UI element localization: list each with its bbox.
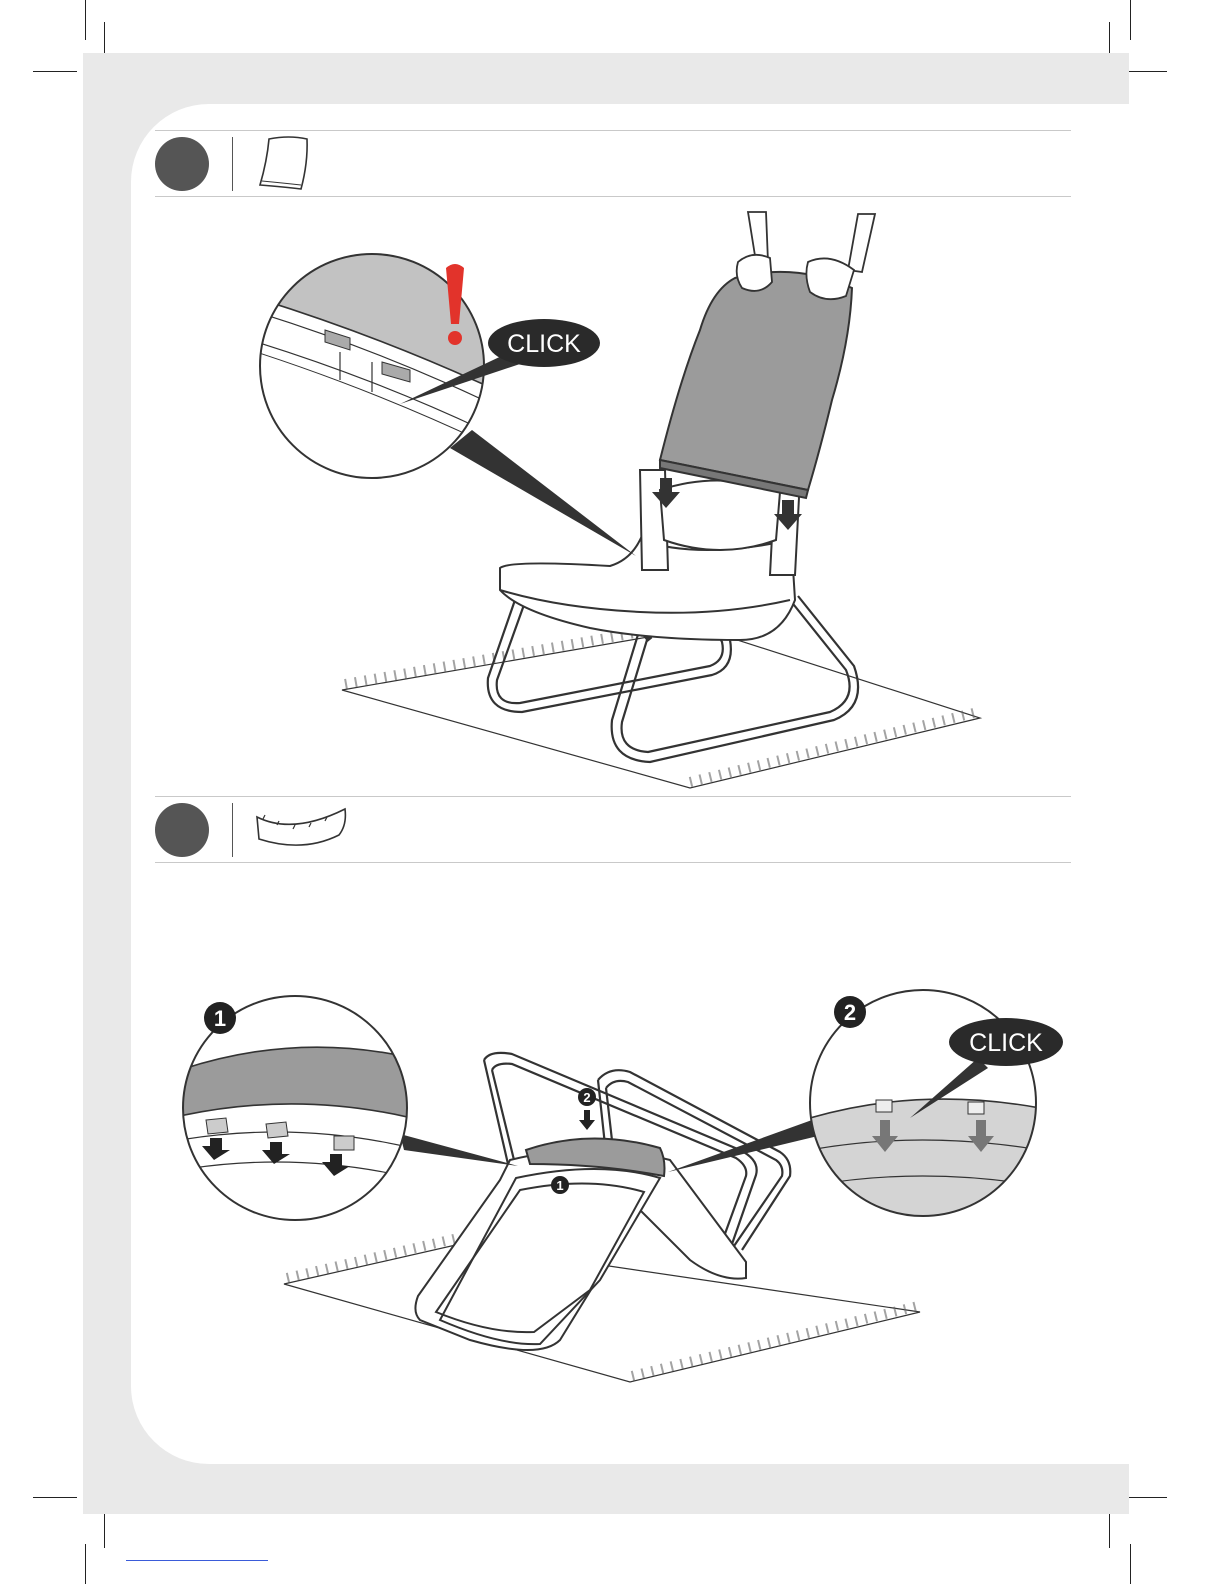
step-marker-2: 2 [578,1088,596,1130]
detail-zoom-circle-1: 1 [180,996,420,1220]
step-marker-1: 1 [551,1176,569,1194]
footer-link-underline[interactable] [126,1560,268,1561]
zoom-pointer [400,1134,518,1166]
svg-text:1: 1 [214,1006,226,1031]
chair-seat-underside [415,1150,746,1350]
click-callout-label: CLICK [969,1029,1043,1057]
svg-text:1: 1 [556,1178,563,1193]
svg-text:2: 2 [844,1000,856,1025]
svg-text:2: 2 [583,1090,590,1105]
